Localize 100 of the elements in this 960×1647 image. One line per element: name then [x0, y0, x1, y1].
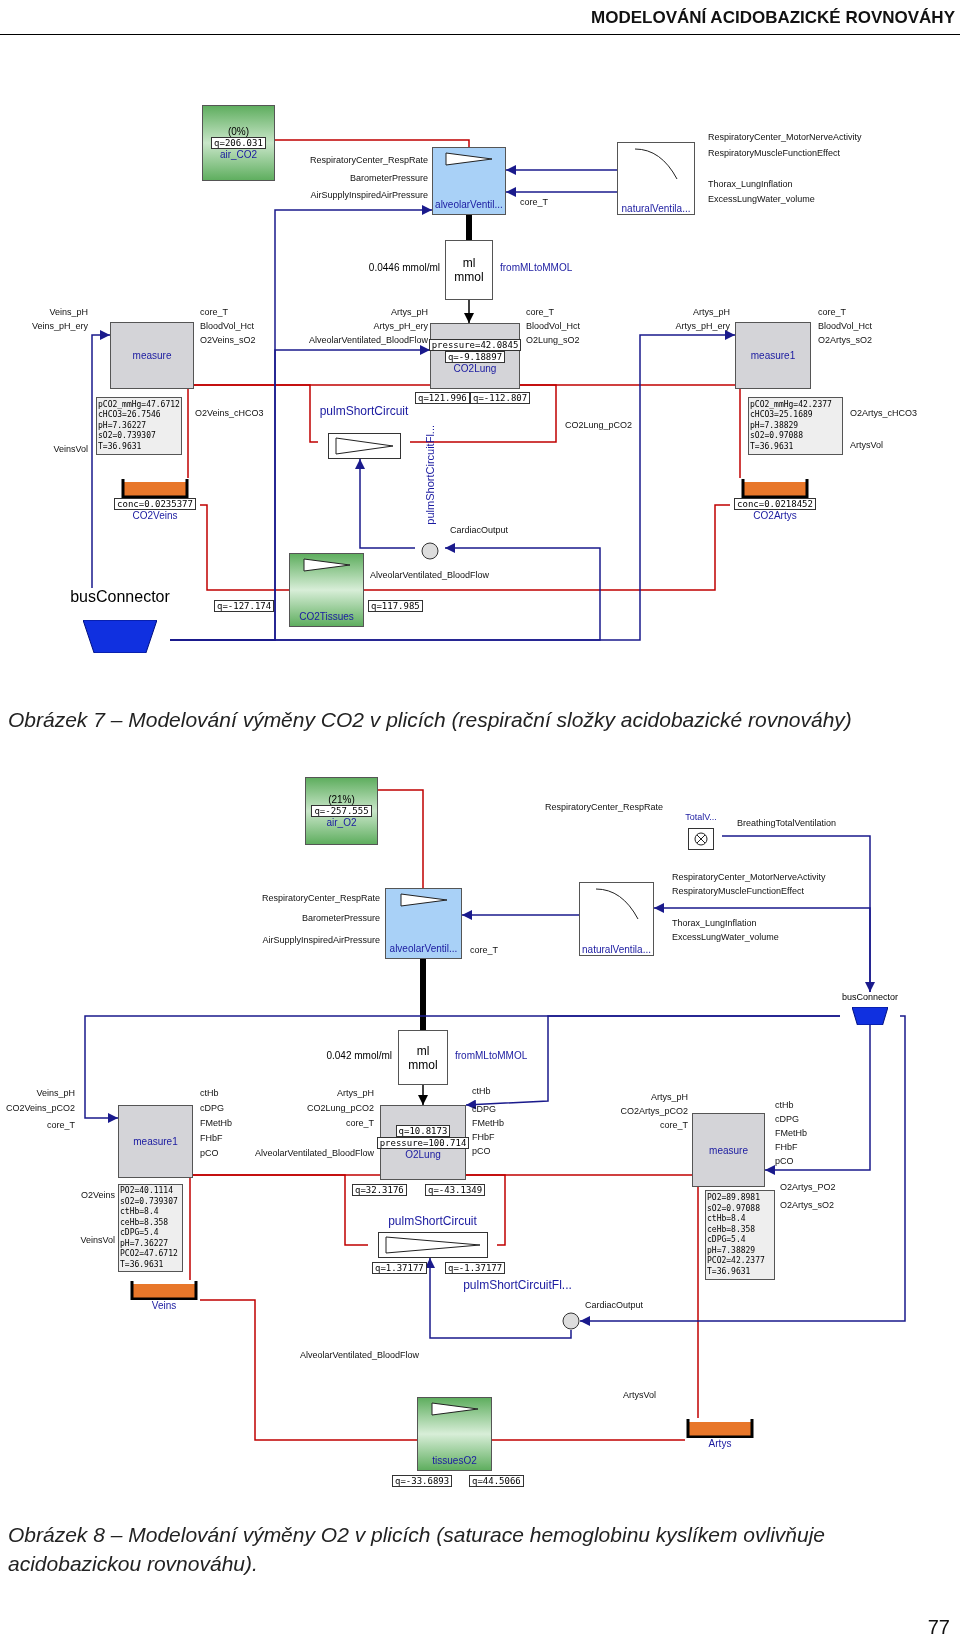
- signal-label: core_T: [526, 307, 554, 317]
- connector-line: [764, 1024, 871, 1175]
- block-label: PO2=89.8981 sO2=0.97088 ctHb=8.4 ceHb=8.358 cDPG=5.4 pH=7.38829 PCO2=42.2377 T=36.9631: [707, 1193, 765, 1277]
- block-label: conc=0.0235377: [114, 498, 196, 510]
- value-label: q=1.37177: [372, 1262, 427, 1274]
- ventilation-block: [385, 888, 462, 959]
- signal-label: AlveolarVentilated_BloodFlow: [300, 1350, 420, 1360]
- signal-label: ctHb: [472, 1086, 491, 1096]
- block-label: measure: [132, 350, 172, 361]
- value-label: q=44.5066: [469, 1475, 524, 1487]
- connector-line: [199, 1299, 418, 1441]
- block-label: CO2Lung: [453, 362, 497, 374]
- signal-label: core_T: [47, 1120, 75, 1130]
- signal-label: ctHb: [200, 1088, 219, 1098]
- measure-block: [735, 322, 811, 389]
- block-label: (21%): [328, 794, 355, 805]
- block-label: (0%): [227, 126, 250, 137]
- value-label: q=117.985: [368, 600, 423, 612]
- block-label: air_CO2: [219, 149, 258, 160]
- connector-line: [169, 543, 601, 641]
- signal-label: RespiratoryCenter_RespRate: [545, 802, 664, 812]
- signal-label: BreathingTotalVentilation: [737, 818, 837, 828]
- signal-label: RespiratoryMuscleFunctionEffect: [708, 148, 840, 158]
- signal-label: Artys_pH_ery: [675, 321, 730, 331]
- block-label: mmol: [408, 1057, 438, 1072]
- signal-label: Veins_pH: [49, 307, 88, 317]
- block-label: measure1: [133, 1136, 178, 1147]
- signal-label: RespiratoryCenter_MotorNerveActivity: [708, 132, 862, 142]
- signal-label: Artys_pH: [337, 1088, 374, 1098]
- block-label: tissuesO2: [432, 1455, 477, 1466]
- connector-line: [653, 903, 871, 993]
- signal-label: AlveolarVentilated_BloodFlow: [370, 570, 490, 580]
- block-label: busConnector: [841, 992, 898, 1002]
- measure-block: [692, 1113, 765, 1187]
- signal-label: Artys_pH: [651, 1092, 688, 1102]
- lung-block: [380, 1105, 466, 1180]
- value-label: q=-1.37177: [445, 1262, 506, 1274]
- signal-label: O2Artys_sO2: [780, 1200, 835, 1210]
- page-header: MODELOVÁNÍ ACIDOBAZICKÉ ROVNOVÁHY: [591, 8, 955, 28]
- connector-line: [697, 1186, 699, 1419]
- ventilation-curve-block: [617, 142, 695, 215]
- lung-block: [430, 323, 520, 389]
- signal-label: O2Artys_PO2: [780, 1182, 836, 1192]
- value-label: q=-112.807: [470, 392, 531, 404]
- block-label: alveolarVentil...: [389, 943, 458, 954]
- connector-line: [505, 187, 618, 197]
- block-label: CO2Tissues: [299, 611, 354, 622]
- value-label: q=-33.6893: [392, 1475, 453, 1487]
- signal-label: Thorax_LungInflation: [672, 918, 757, 928]
- block-label: air_O2: [326, 817, 357, 828]
- value-label: fromMLtoMMOL: [500, 262, 573, 273]
- block-label: conc=0.0218452: [734, 498, 816, 510]
- connector-line: [193, 384, 319, 443]
- block-label: busConnector: [70, 588, 170, 606]
- connector-line: [491, 1439, 686, 1441]
- block-label: pulmShortCircuit: [319, 404, 409, 418]
- block-label: PO2=40.1114 sO2=0.739307 ctHb=8.4 ceHb=8.358 cDPG=5.4 pH=7.36227 PCO2=47.6712 T=36.9631: [120, 1186, 178, 1270]
- signal-label: Artys_pH: [391, 307, 428, 317]
- signal-label: CO2Veins_pCO2: [5, 1103, 75, 1113]
- block-label: TotalV...: [685, 812, 717, 822]
- signal-label: CO2Lung_pCO2: [565, 420, 633, 430]
- block-label: pressure=100.714: [376, 1137, 470, 1149]
- block-label: pressure=42.0845: [428, 338, 522, 351]
- connector-line: [465, 1015, 841, 1110]
- block-label: pulmShortCircuitFl...: [424, 425, 436, 525]
- value-label: q=-127.174: [214, 600, 275, 612]
- signal-label: ctHb: [775, 1100, 794, 1110]
- signal-label: Thorax_LungInflation: [708, 179, 793, 189]
- signal-label: AlveolarVentilated_BloodFlow: [308, 335, 428, 345]
- block-label: q=-257.555: [311, 805, 372, 817]
- tissue-block: [417, 1397, 492, 1471]
- block-label: ml: [416, 1043, 430, 1058]
- tissue-block: [289, 553, 364, 627]
- connector-line: [420, 959, 426, 1030]
- block-label: ml: [462, 256, 476, 270]
- signal-label: FMetHb: [775, 1128, 807, 1138]
- block-label: measure: [709, 1144, 748, 1156]
- connector-line: [409, 384, 557, 443]
- block-label: pulmShortCircuit: [388, 1214, 477, 1228]
- signal-label: VeinsVol: [53, 444, 88, 454]
- connector-line: [579, 1015, 906, 1326]
- block-label: measure1: [750, 350, 796, 361]
- block-label: q=206.031: [211, 137, 266, 149]
- connector-line: [192, 1174, 369, 1246]
- measure-block: [118, 1105, 193, 1178]
- connector-line: [739, 388, 741, 479]
- connector-line: [363, 504, 731, 591]
- block-label: Artys: [708, 1438, 732, 1449]
- signal-label: core_T: [200, 307, 228, 317]
- connector-line: [274, 139, 470, 148]
- block-label: pCO2_mmHg=42.2377 cHCO3=25.1689 pH=7.38829 sO2=0.97088 T=36.9631: [750, 399, 832, 453]
- block-label: mmol: [454, 270, 484, 284]
- value-display: [705, 1190, 775, 1280]
- connector-line: [91, 330, 111, 589]
- value-display: [748, 397, 843, 455]
- block-label: naturalVentila...: [621, 203, 691, 214]
- connector-line: [187, 388, 189, 479]
- connector-line: [199, 504, 290, 591]
- signal-label: core_T: [520, 197, 548, 207]
- signal-label: Artys_pH: [693, 307, 730, 317]
